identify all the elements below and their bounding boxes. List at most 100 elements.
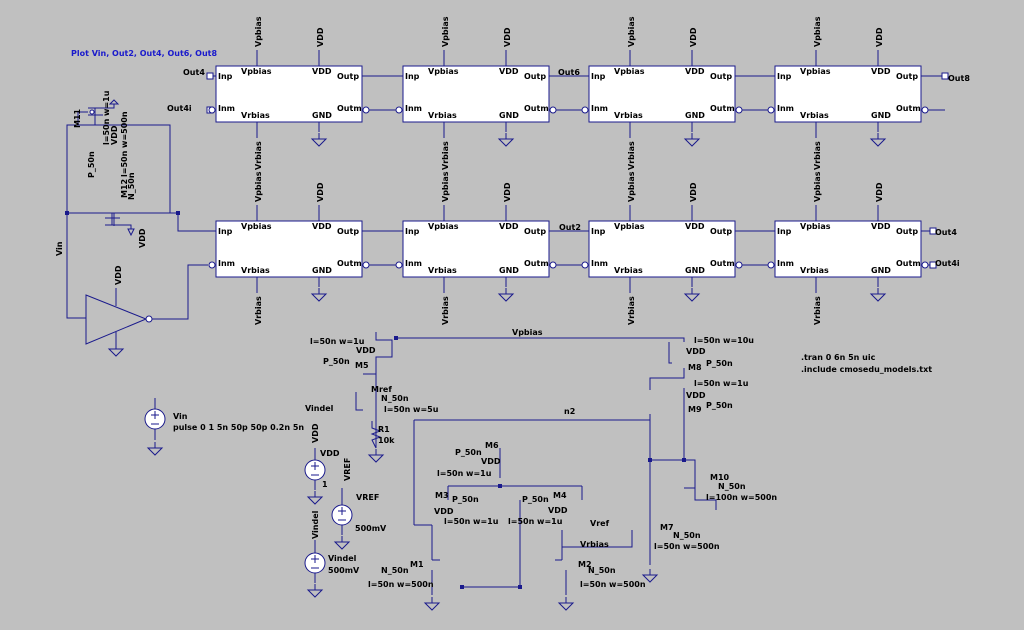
net-label-out4-out: Out4	[935, 228, 957, 237]
pin-outm: Outm	[524, 259, 549, 268]
inverter[interactable]: VDD	[85, 265, 153, 357]
inm-bubble	[208, 106, 216, 114]
m5-size: l=50n w=1u	[310, 337, 365, 346]
net-vdd-top: VDD	[316, 27, 325, 47]
pin-vpbias: Vpbias	[614, 67, 645, 76]
outm-bubble	[921, 261, 929, 269]
outm-bubble	[735, 106, 743, 114]
bias-wiring-right	[649, 342, 717, 565]
ground-symbol	[869, 133, 887, 147]
net-label-vref: VREF	[343, 458, 352, 481]
vin-source[interactable]	[144, 408, 166, 430]
vindel-source-value: 500mV	[328, 566, 360, 575]
tran-directive[interactable]: .tran 0 6n 5n uic	[801, 353, 876, 362]
pin-vpbias: Vpbias	[614, 222, 645, 231]
net-vpbias-top: Vpbias	[813, 16, 822, 47]
m3-size: l=50n w=1u	[444, 517, 499, 526]
pin-gnd: GND	[685, 111, 705, 120]
pin-vpbias: Vpbias	[241, 67, 272, 76]
m5-name: M5	[355, 361, 369, 370]
vref-source[interactable]	[331, 504, 353, 526]
net-vrbias-bot: Vrbias	[441, 141, 450, 170]
m7-type: N_50n	[673, 531, 701, 540]
m3-type: P_50n	[452, 495, 479, 504]
source-polarity	[338, 507, 346, 521]
delay-cell-box	[215, 65, 363, 123]
mref-name: Mref	[371, 385, 392, 394]
m9-name: M9	[688, 405, 702, 414]
m7-name: M7	[660, 523, 674, 532]
pin-gnd: GND	[499, 111, 519, 120]
pin-outp: Outp	[896, 72, 918, 81]
m6-name: M6	[485, 441, 499, 450]
net-label-out8: Out8	[948, 74, 970, 83]
outm-bubble	[921, 106, 929, 114]
pin-outp: Outp	[896, 227, 918, 236]
pin-inp: Inp	[591, 227, 606, 236]
m1-type: N_50n	[381, 566, 409, 575]
tg-wiring	[66, 111, 216, 320]
m4-name: M4	[553, 491, 567, 500]
pin-outp: Outp	[710, 227, 732, 236]
m5-vdd: VDD	[356, 346, 376, 355]
m7-size: l=50n w=500n	[654, 542, 720, 551]
pin-vpbias: Vpbias	[241, 222, 272, 231]
delay-cell-box	[588, 65, 736, 123]
pin-vpbias: Vpbias	[428, 222, 459, 231]
pin-vpbias: Vpbias	[800, 67, 831, 76]
vindel-source[interactable]	[304, 552, 326, 574]
plot-directive[interactable]: Plot Vin, Out2, Out4, Out6, Out8	[71, 49, 217, 58]
pin-gnd: GND	[685, 266, 705, 275]
m11-size: l=50n w=1u	[102, 90, 111, 145]
pin-inm: Inm	[591, 259, 608, 268]
transmission-gate[interactable]: M11 P_50n l=50n w=1u VDD M12 N_50n l=50n…	[73, 90, 147, 248]
outm-bubble	[362, 106, 370, 114]
m9-size: l=50n w=1u	[694, 379, 749, 388]
net-label-out4i-out: Out4i	[935, 259, 960, 268]
pin-vdd: VDD	[871, 222, 891, 231]
net-label-out2: Out2	[559, 223, 581, 232]
ground-symbol	[333, 536, 351, 550]
ground-symbol	[367, 449, 385, 463]
m1-name: M1	[410, 560, 424, 569]
vindel-source-name: Vindel	[328, 554, 357, 563]
pin-inm: Inm	[777, 104, 794, 113]
net-vdd-top: VDD	[316, 182, 325, 202]
m12-name: M12	[120, 179, 129, 198]
inm-bubble	[208, 261, 216, 269]
m4-gate: Vref	[590, 519, 610, 528]
m10-type: N_50n	[718, 482, 746, 491]
inm-bubble	[395, 106, 403, 114]
net-vrbias-bot: Vrbias	[254, 296, 263, 325]
pin-outp: Outp	[524, 72, 546, 81]
pin-inm: Inm	[218, 104, 235, 113]
supply-stubs	[256, 50, 320, 138]
include-directive[interactable]: .include cmosedu_models.txt	[801, 365, 932, 374]
net-vdd-top: VDD	[875, 27, 884, 47]
net-vpbias-top: Vpbias	[441, 16, 450, 47]
ground-symbol	[497, 288, 515, 302]
vdd-source[interactable]	[304, 459, 326, 481]
m2-size: l=50n w=500n	[580, 580, 646, 589]
pin-inm: Inm	[405, 104, 422, 113]
junction-dot	[460, 585, 464, 589]
m8-vdd: VDD	[686, 347, 706, 356]
vdd-source-value: 1	[322, 480, 328, 489]
outm-bubble	[735, 261, 743, 269]
net-vpbias-top: Vpbias	[627, 171, 636, 202]
net-vrbias-bot: Vrbias	[441, 296, 450, 325]
inm-bubble	[767, 106, 775, 114]
mref-type: N_50n	[381, 394, 409, 403]
pin-gnd: GND	[312, 266, 332, 275]
ground-symbol	[641, 569, 659, 583]
ground-symbol	[310, 288, 328, 302]
